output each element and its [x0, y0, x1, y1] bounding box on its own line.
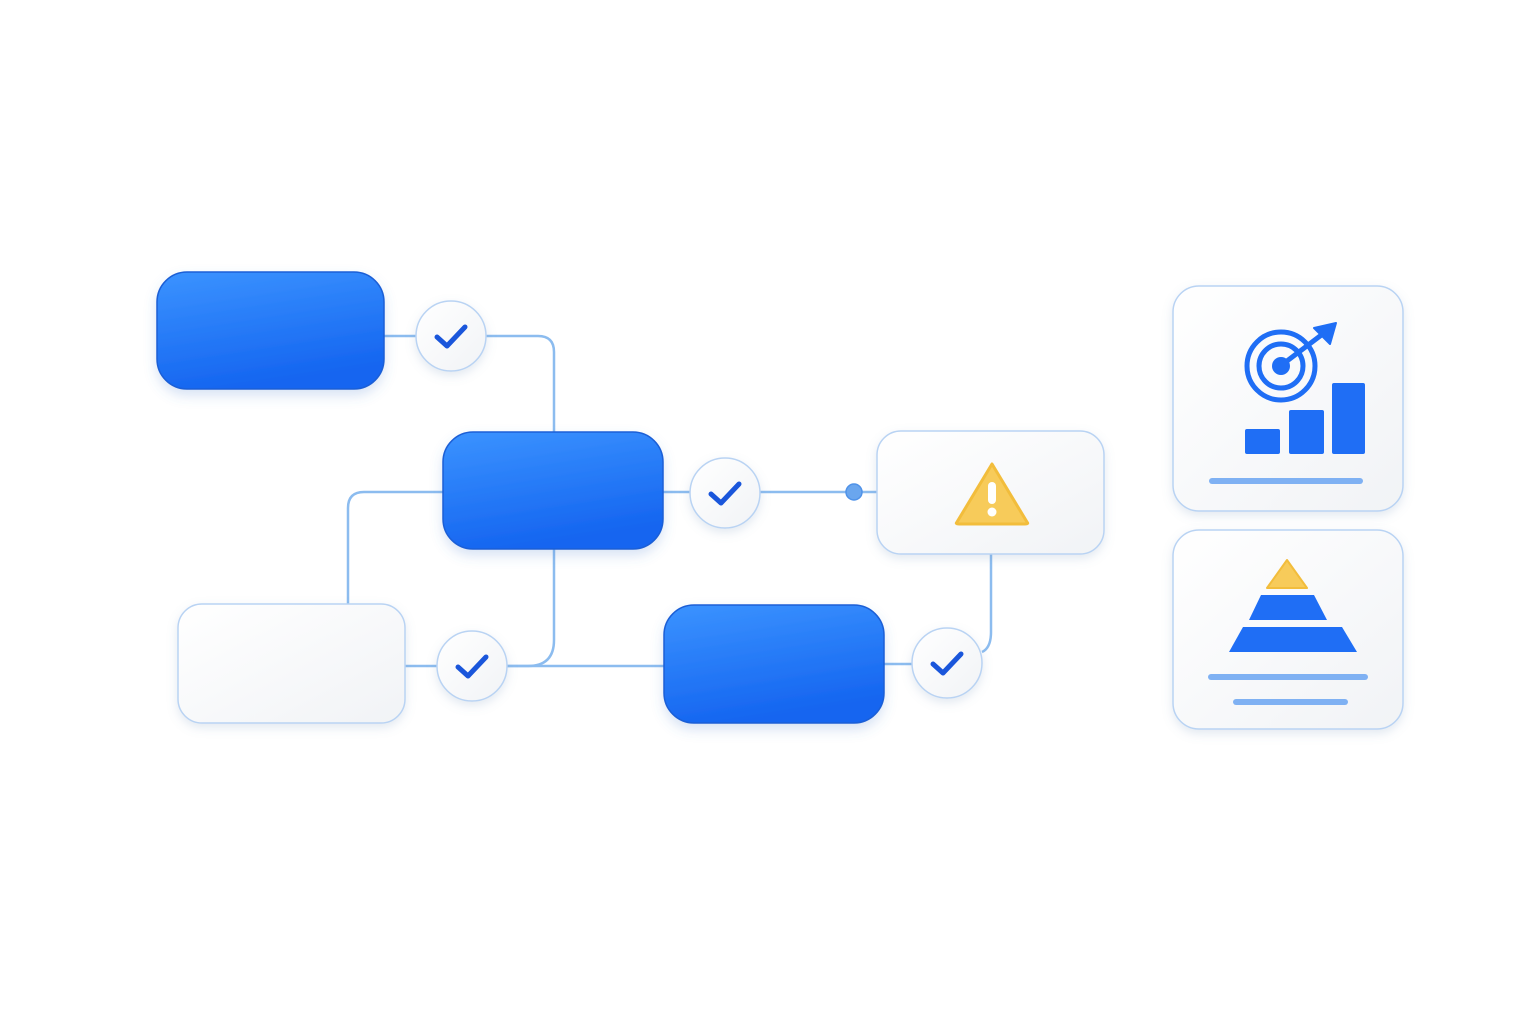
check-icon [455, 654, 489, 679]
target-icon [1244, 322, 1337, 403]
connector-node2-node4 [346, 490, 443, 604]
check-icon [434, 324, 468, 349]
connector-junction-dot [845, 483, 863, 501]
connector-check1-node2 [486, 334, 556, 432]
checkpoint-1[interactable] [415, 300, 487, 372]
connector-node2-check3 [507, 549, 556, 668]
process-node-2[interactable] [442, 431, 664, 550]
empty-node[interactable] [177, 603, 406, 724]
warning-node[interactable] [876, 430, 1105, 555]
connectors [346, 334, 993, 668]
card-underline [1209, 478, 1363, 484]
checkpoint-4[interactable] [911, 627, 983, 699]
connector-warning-check4 [981, 554, 993, 654]
check-icon [708, 481, 742, 506]
card-underline [1233, 699, 1348, 705]
checkpoint-3[interactable] [436, 630, 508, 702]
process-node-3[interactable] [663, 604, 885, 724]
checkpoint-2[interactable] [689, 457, 761, 529]
process-node-1[interactable] [156, 271, 385, 390]
warning-icon [954, 462, 1030, 526]
pyramid-icon [1229, 559, 1357, 652]
pyramid-card[interactable] [1172, 529, 1404, 730]
bar-chart-icon [1245, 383, 1365, 454]
card-underline [1208, 674, 1368, 680]
check-icon [930, 651, 964, 676]
goal-growth-card[interactable] [1172, 285, 1404, 512]
